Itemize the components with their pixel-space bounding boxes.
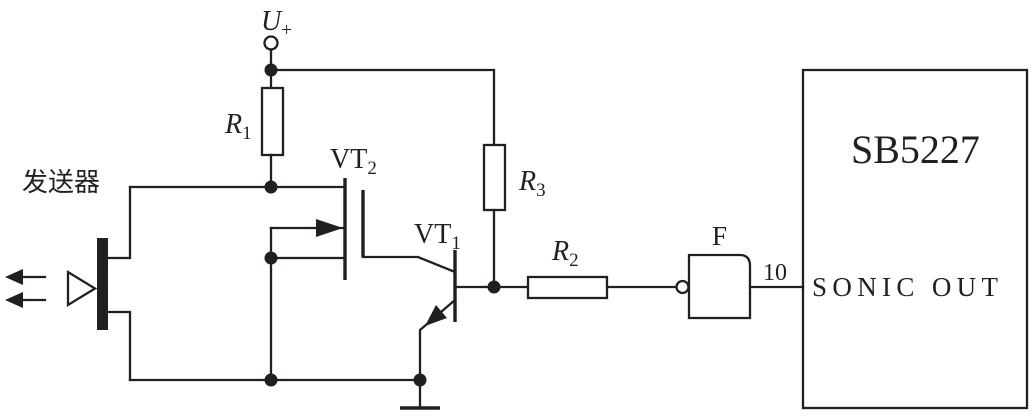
inverter-label: F — [712, 221, 727, 251]
supply-terminal — [263, 35, 279, 51]
transmitter-bottom-wire — [106, 310, 132, 382]
vt1-label: VT1 — [414, 219, 461, 254]
r1-label-main: R — [224, 109, 242, 140]
emission-arrow-upper-icon — [5, 269, 23, 285]
transmitter-top-wire — [106, 185, 132, 260]
supply-label-sub: + — [281, 20, 292, 41]
vt2-label-main: VT — [330, 144, 367, 175]
r2-label-main: R — [551, 236, 569, 267]
junction-dot — [413, 373, 427, 387]
junction-dot — [264, 373, 278, 387]
r3-label-main: R — [518, 166, 536, 197]
vt1-label-main: VT — [414, 219, 451, 250]
r3-label-sub: 3 — [536, 180, 546, 201]
junction-dot — [487, 280, 501, 294]
vt2-arrow — [316, 219, 343, 237]
top-rail-wire — [269, 68, 496, 147]
inverter-body — [687, 253, 752, 320]
r2-label-sub: 2 — [569, 250, 579, 271]
r2-resistor — [526, 275, 609, 300]
r3-resistor — [482, 143, 507, 212]
chip-name: SB5227 — [851, 127, 980, 172]
vt1-collector-wire — [361, 255, 457, 274]
vt1-label-sub: 1 — [451, 233, 461, 254]
pin-number-label: 10 — [763, 260, 787, 286]
chip-body — [801, 68, 1029, 410]
supply-label: U+ — [261, 6, 292, 41]
transmitter-plate — [97, 238, 108, 330]
transmitter-diode-triangle — [66, 269, 98, 308]
junction-dot — [264, 180, 278, 194]
junction-dot — [264, 251, 278, 265]
inverter-bubble — [675, 279, 690, 295]
supply-label-main: U — [261, 6, 283, 37]
r3-label: R3 — [518, 166, 546, 201]
chip-pin-label: SONIC OUT — [812, 272, 999, 302]
r1-resistor — [260, 86, 285, 157]
emission-arrow-lower-icon — [5, 292, 23, 308]
r2-label: R2 — [551, 236, 579, 271]
transmitter-label: 发送器 — [22, 168, 100, 198]
r1-label-sub: 1 — [242, 123, 252, 144]
vt1-emitter-arrow — [425, 305, 447, 326]
r1-label: R1 — [224, 109, 252, 144]
vt2-label: VT2 — [330, 144, 377, 179]
junction-dot — [264, 63, 278, 77]
vt2-label-sub: 2 — [367, 158, 377, 179]
